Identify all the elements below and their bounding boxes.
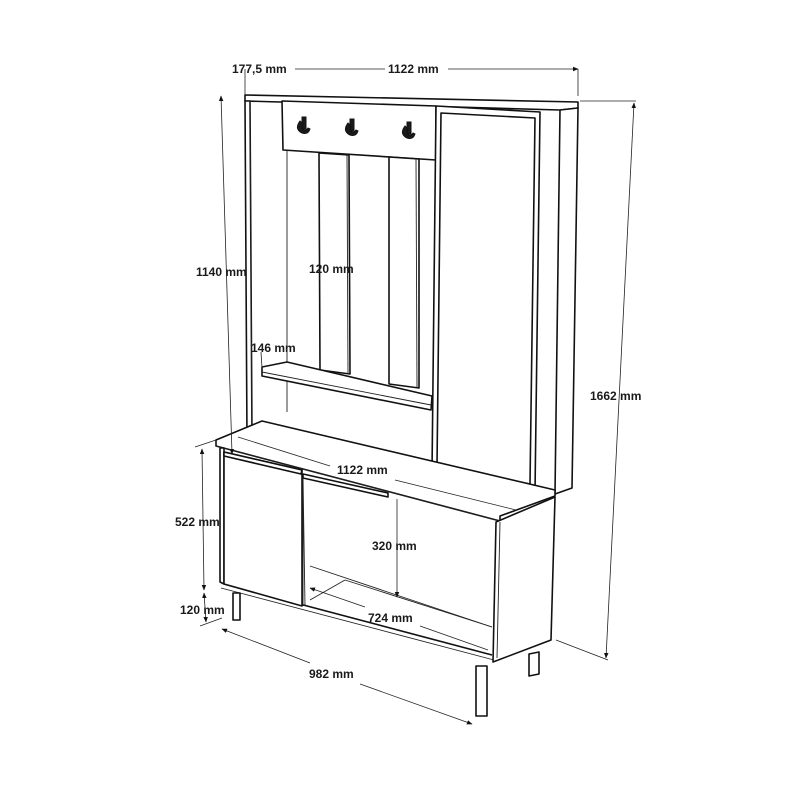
label-total-height: 1662 mm bbox=[590, 389, 641, 403]
label-top-width: 1122 mm bbox=[388, 62, 439, 76]
leg bbox=[475, 665, 488, 717]
label-top-depth: 177,5 mm bbox=[232, 62, 287, 76]
mirror-glass bbox=[436, 112, 536, 485]
hook-icon bbox=[401, 121, 416, 139]
door-handle bbox=[223, 451, 303, 475]
slat bbox=[388, 156, 420, 389]
label-inner-width: 724 mm bbox=[368, 611, 413, 625]
label-cabinet-height: 522 mm bbox=[175, 515, 220, 529]
cabinet-right-side bbox=[492, 496, 556, 663]
coat-shelf bbox=[261, 361, 433, 411]
hook-icon bbox=[296, 116, 311, 134]
leg bbox=[528, 651, 540, 677]
label-upper-height: 1140 mm bbox=[196, 265, 247, 279]
hook-icon bbox=[344, 118, 359, 136]
cabinet-door-left bbox=[223, 451, 303, 607]
cabinet-door-right bbox=[302, 473, 389, 498]
slats bbox=[318, 152, 420, 389]
label-shelf-depth: 146 mm bbox=[251, 341, 296, 355]
label-leg-height: 120 mm bbox=[180, 603, 225, 617]
label-inner-height: 320 mm bbox=[372, 539, 417, 553]
label-slat-width: 120 mm bbox=[309, 262, 354, 276]
dimension-lines bbox=[194, 66, 636, 725]
slat bbox=[318, 152, 351, 375]
upper-hutch bbox=[244, 94, 579, 495]
coat-hooks bbox=[296, 116, 416, 139]
right-side-panel bbox=[554, 107, 579, 495]
label-counter-width: 1122 mm bbox=[337, 463, 388, 477]
label-base-width: 982 mm bbox=[309, 667, 354, 681]
leg bbox=[232, 592, 241, 621]
lower-cabinet bbox=[215, 420, 556, 717]
dimension-labels: 177,5 mm 1122 mm 1140 mm 120 mm 146 mm 1… bbox=[175, 62, 641, 681]
